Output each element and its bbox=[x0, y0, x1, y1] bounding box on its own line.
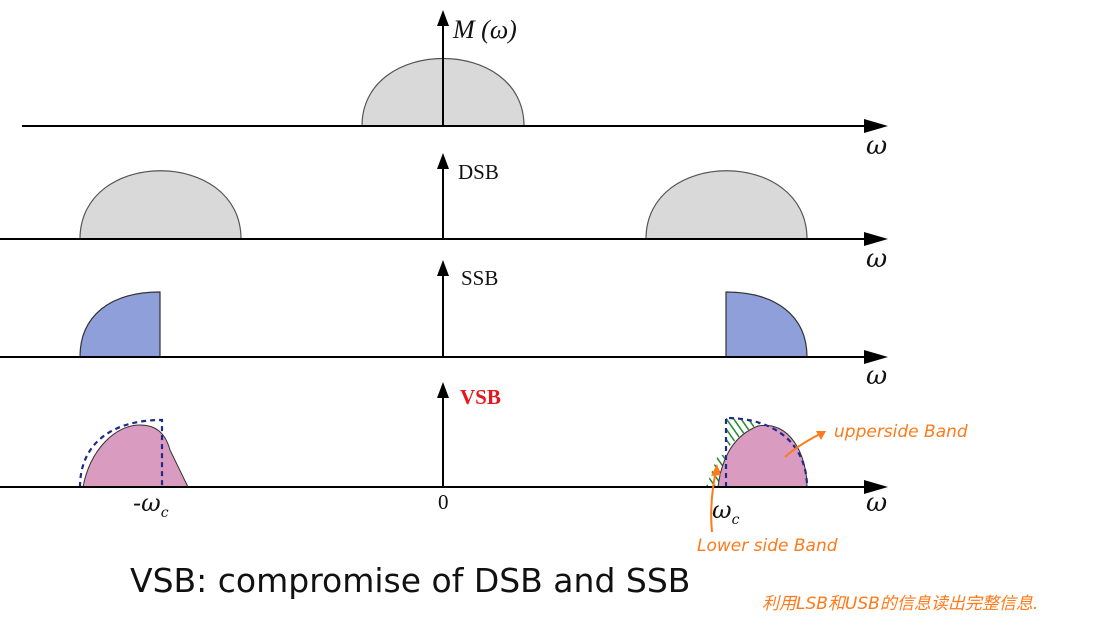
upper-band-arrowhead bbox=[816, 431, 826, 440]
slide-caption: VSB: compromise of DSB and SSB bbox=[130, 561, 690, 600]
panel-message: M (ω) ω bbox=[22, 10, 888, 161]
ssb-left-band bbox=[79, 291, 161, 358]
vsb-right-hatch-upper bbox=[726, 418, 760, 450]
tick-zero: 0 bbox=[438, 490, 449, 514]
freq-axis-2-arrow bbox=[864, 232, 888, 246]
annotations: upperside Band Lower side Band 利用LSB和USB… bbox=[697, 422, 1038, 614]
vsb-left-band bbox=[82, 424, 189, 488]
amp-axis-3-arrow bbox=[437, 260, 449, 276]
axis-4-omega: ω bbox=[866, 488, 887, 518]
panel-3-label: SSB bbox=[461, 266, 498, 290]
lower-band-arrowhead bbox=[711, 464, 721, 476]
axis-1-omega: ω bbox=[866, 131, 887, 161]
panel-ssb: SSB ω bbox=[0, 260, 888, 391]
chinese-note: 利用LSB和USB的信息读出完整信息. bbox=[762, 594, 1038, 614]
dsb-right-band bbox=[645, 170, 808, 240]
freq-axis-3-arrow bbox=[864, 350, 888, 364]
axis-2-omega: ω bbox=[866, 244, 887, 274]
lower-band-annotation: Lower side Band bbox=[697, 536, 838, 556]
amp-axis-4-arrow bbox=[437, 382, 449, 398]
amp-axis-1-arrow bbox=[437, 10, 449, 26]
amp-axis-2-arrow bbox=[437, 153, 449, 169]
panel-vsb: VSB ω -ωc 0 ωc bbox=[0, 382, 888, 528]
panel-1-label: M (ω) bbox=[452, 15, 517, 44]
panel-2-label: DSB bbox=[458, 160, 499, 184]
tick-neg-omega-c: -ωc bbox=[133, 489, 169, 521]
axis-3-omega: ω bbox=[866, 361, 887, 391]
upper-band-annotation: upperside Band bbox=[834, 422, 968, 442]
dsb-left-band bbox=[79, 170, 242, 240]
panel-dsb: DSB ω bbox=[0, 153, 888, 274]
tick-pos-omega-c: ωc bbox=[712, 496, 740, 528]
freq-axis-4-arrow bbox=[864, 480, 888, 494]
panel-4-label: VSB bbox=[460, 385, 501, 409]
vsb-right-ssb-outline bbox=[724, 416, 809, 488]
freq-axis-1-arrow bbox=[864, 119, 888, 133]
ssb-right-band bbox=[725, 291, 808, 358]
